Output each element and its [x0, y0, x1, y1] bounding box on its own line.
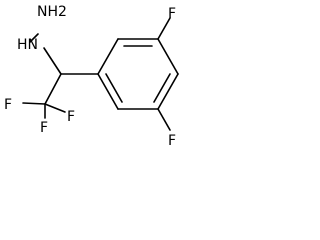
ring-bond-3 [157, 38, 179, 75]
bond-ring-f-bottom [157, 108, 171, 131]
ring-bond-6 [97, 73, 119, 110]
fluorine-ring-bottom: F [168, 133, 176, 149]
ring-double-3 [105, 73, 123, 103]
bonds [22, 17, 179, 131]
bond-ring-f-top [157, 17, 171, 40]
amine-label: HN [17, 37, 38, 53]
fluorine-cf3-right: F [67, 109, 75, 125]
fluorine-ring-top: F [168, 6, 176, 22]
fluorine-cf3-left: F [4, 97, 12, 113]
bond-cf3-f-right [44, 103, 66, 113]
atom-labels: NH2 HN F F F F F [4, 4, 176, 149]
structure-canvas: NH2 HN F F F F F [0, 0, 188, 155]
molecule-diagram: NH2 HN F F F F F [4, 4, 179, 149]
bond-n-c [43, 47, 62, 75]
bond-cf3-f-left [22, 102, 46, 105]
ring-bond-1 [97, 38, 119, 75]
bond-n-n [29, 33, 39, 43]
fluorine-cf3-lower: F [40, 120, 48, 136]
bond-c-cf3 [44, 73, 62, 105]
hydrazine-label: NH2 [37, 4, 67, 20]
ring-double-2 [153, 73, 171, 103]
ring-bond-4 [157, 73, 179, 110]
